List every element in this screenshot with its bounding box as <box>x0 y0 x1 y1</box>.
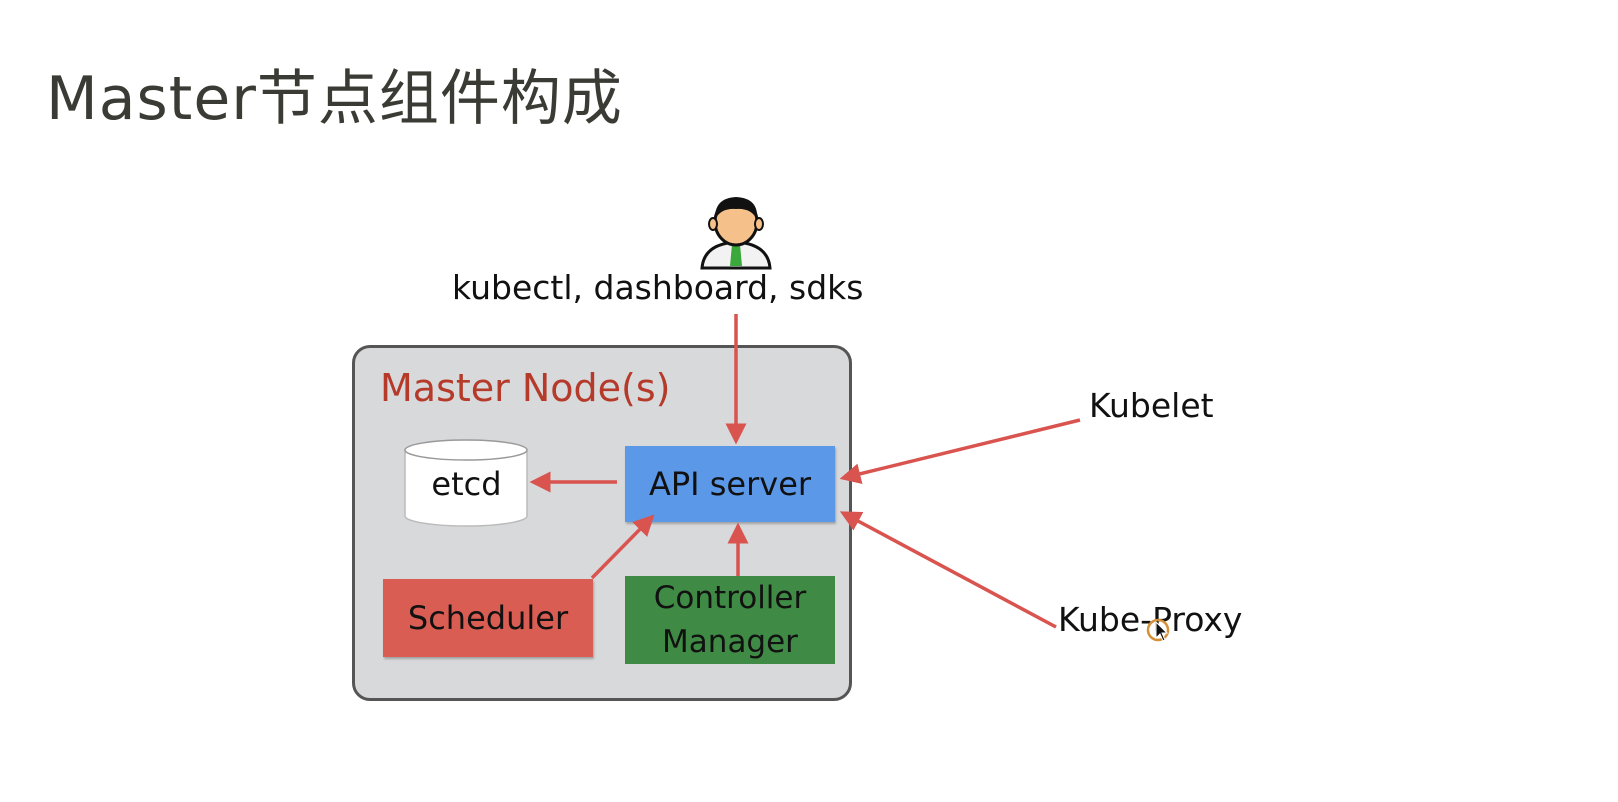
scheduler-box: Scheduler <box>383 579 593 657</box>
arrow-scheduler-to-api <box>590 514 655 580</box>
controller-manager-label-line1: Controller <box>653 580 807 616</box>
controller-manager-box: Controller Manager <box>625 576 835 664</box>
arrow-kubeproxy-to-api <box>839 511 1057 629</box>
kube-proxy-label: Kube-Proxy <box>1058 600 1243 639</box>
slide-title: Master节点组件构成 <box>46 64 623 134</box>
client-label: kubectl, dashboard, sdks <box>452 268 864 307</box>
etcd-database-icon <box>404 439 528 527</box>
user-icon <box>700 197 772 270</box>
arrow-kubelet-to-api <box>839 418 1081 485</box>
kubelet-label: Kubelet <box>1089 386 1214 425</box>
scheduler-label: Scheduler <box>407 599 569 637</box>
controller-manager-label-line2: Manager <box>662 624 798 660</box>
api-server-box: API server <box>625 446 835 522</box>
etcd-label: etcd <box>431 465 502 503</box>
api-server-label: API server <box>648 465 812 503</box>
mouse-cursor-icon <box>1146 618 1170 642</box>
master-node-label: Master Node(s) <box>380 366 671 410</box>
